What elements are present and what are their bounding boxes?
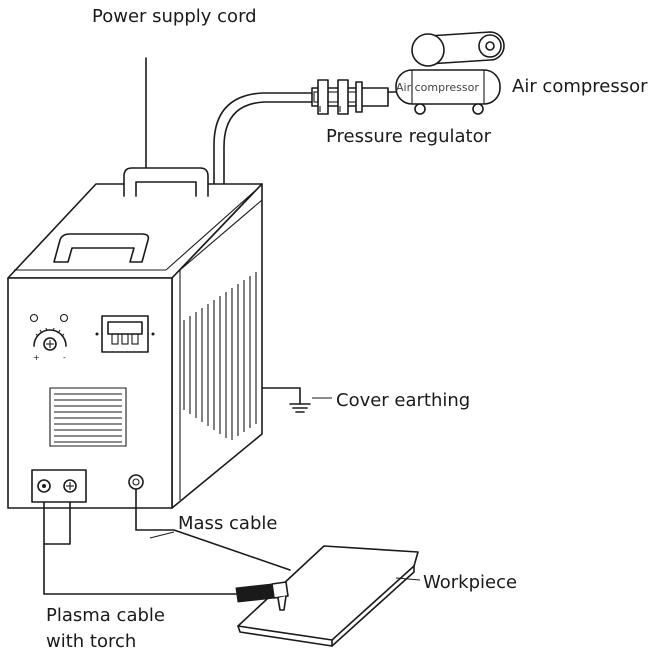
cover-earthing-line	[261, 387, 332, 413]
workpiece	[237, 545, 421, 647]
workpiece-label: Workpiece	[423, 572, 518, 593]
power-supply-cord-label: Power supply cord	[92, 6, 257, 27]
mass-socket	[128, 474, 144, 490]
control-panel: + -	[29, 313, 69, 362]
power-switch	[95, 315, 155, 353]
mass-cable-label: Mass cable	[178, 513, 278, 534]
plasma-cable	[43, 501, 237, 595]
pressure-regulator-label: Pressure regulator	[326, 126, 491, 147]
front-vents	[49, 387, 127, 447]
mass-cable	[135, 488, 291, 571]
side-vents	[183, 272, 257, 440]
torch-socket-panel	[31, 469, 87, 503]
tank-label: Air compressor	[396, 81, 479, 94]
front-handle	[53, 233, 150, 263]
air-hose	[213, 92, 313, 186]
plasma-cable-label-line2: with torch	[46, 631, 137, 652]
svg-text:-: -	[63, 353, 66, 362]
torch	[235, 581, 289, 611]
cover-earthing-label: Cover earthing	[336, 390, 471, 411]
air-compressor	[387, 31, 505, 115]
pressure-regulator	[311, 79, 389, 115]
plasma-cable-label: Plasma cable with torch	[46, 603, 186, 655]
plasma-cable-label-line1: Plasma cable	[46, 605, 165, 626]
rear-handle	[123, 167, 209, 197]
svg-text:+: +	[33, 353, 40, 362]
air-compressor-label: Air compressor	[512, 76, 648, 97]
